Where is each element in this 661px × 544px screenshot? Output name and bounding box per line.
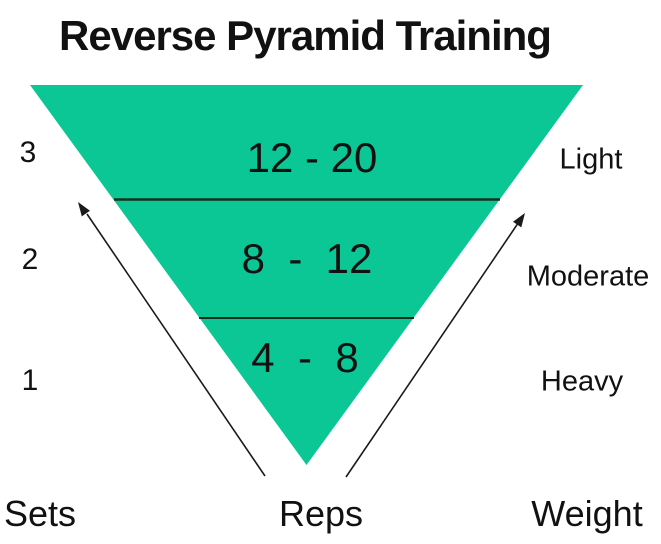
- right-ascending-arrow-icon: [345, 213, 525, 478]
- inverted-pyramid-shape: [30, 85, 583, 465]
- right-arrowhead-icon: [513, 213, 525, 228]
- axis-label-sets: Sets: [3, 493, 77, 534]
- set-number-1: 1: [21, 364, 39, 397]
- axis-label-weight: Weight: [531, 493, 643, 534]
- weight-level-heavy: Heavy: [540, 365, 624, 398]
- left-arrowhead-icon: [78, 202, 90, 217]
- left-ascending-arrow-icon: [78, 202, 266, 477]
- set-number-2: 2: [21, 243, 39, 276]
- rep-range-tier-middle: 8 - 12: [241, 235, 373, 282]
- set-number-3: 3: [19, 136, 37, 169]
- weight-level-moderate: Moderate: [526, 260, 650, 293]
- left-arrow-shaft: [86, 213, 266, 477]
- rep-range-tier-top: 12 - 20: [246, 134, 378, 181]
- right-arrow-shaft: [345, 223, 519, 478]
- axis-label-reps: Reps: [278, 493, 364, 534]
- rep-range-tier-bottom: 4 - 8: [251, 334, 359, 381]
- weight-level-light: Light: [559, 143, 623, 176]
- diagram-title: Reverse Pyramid Training: [59, 12, 552, 59]
